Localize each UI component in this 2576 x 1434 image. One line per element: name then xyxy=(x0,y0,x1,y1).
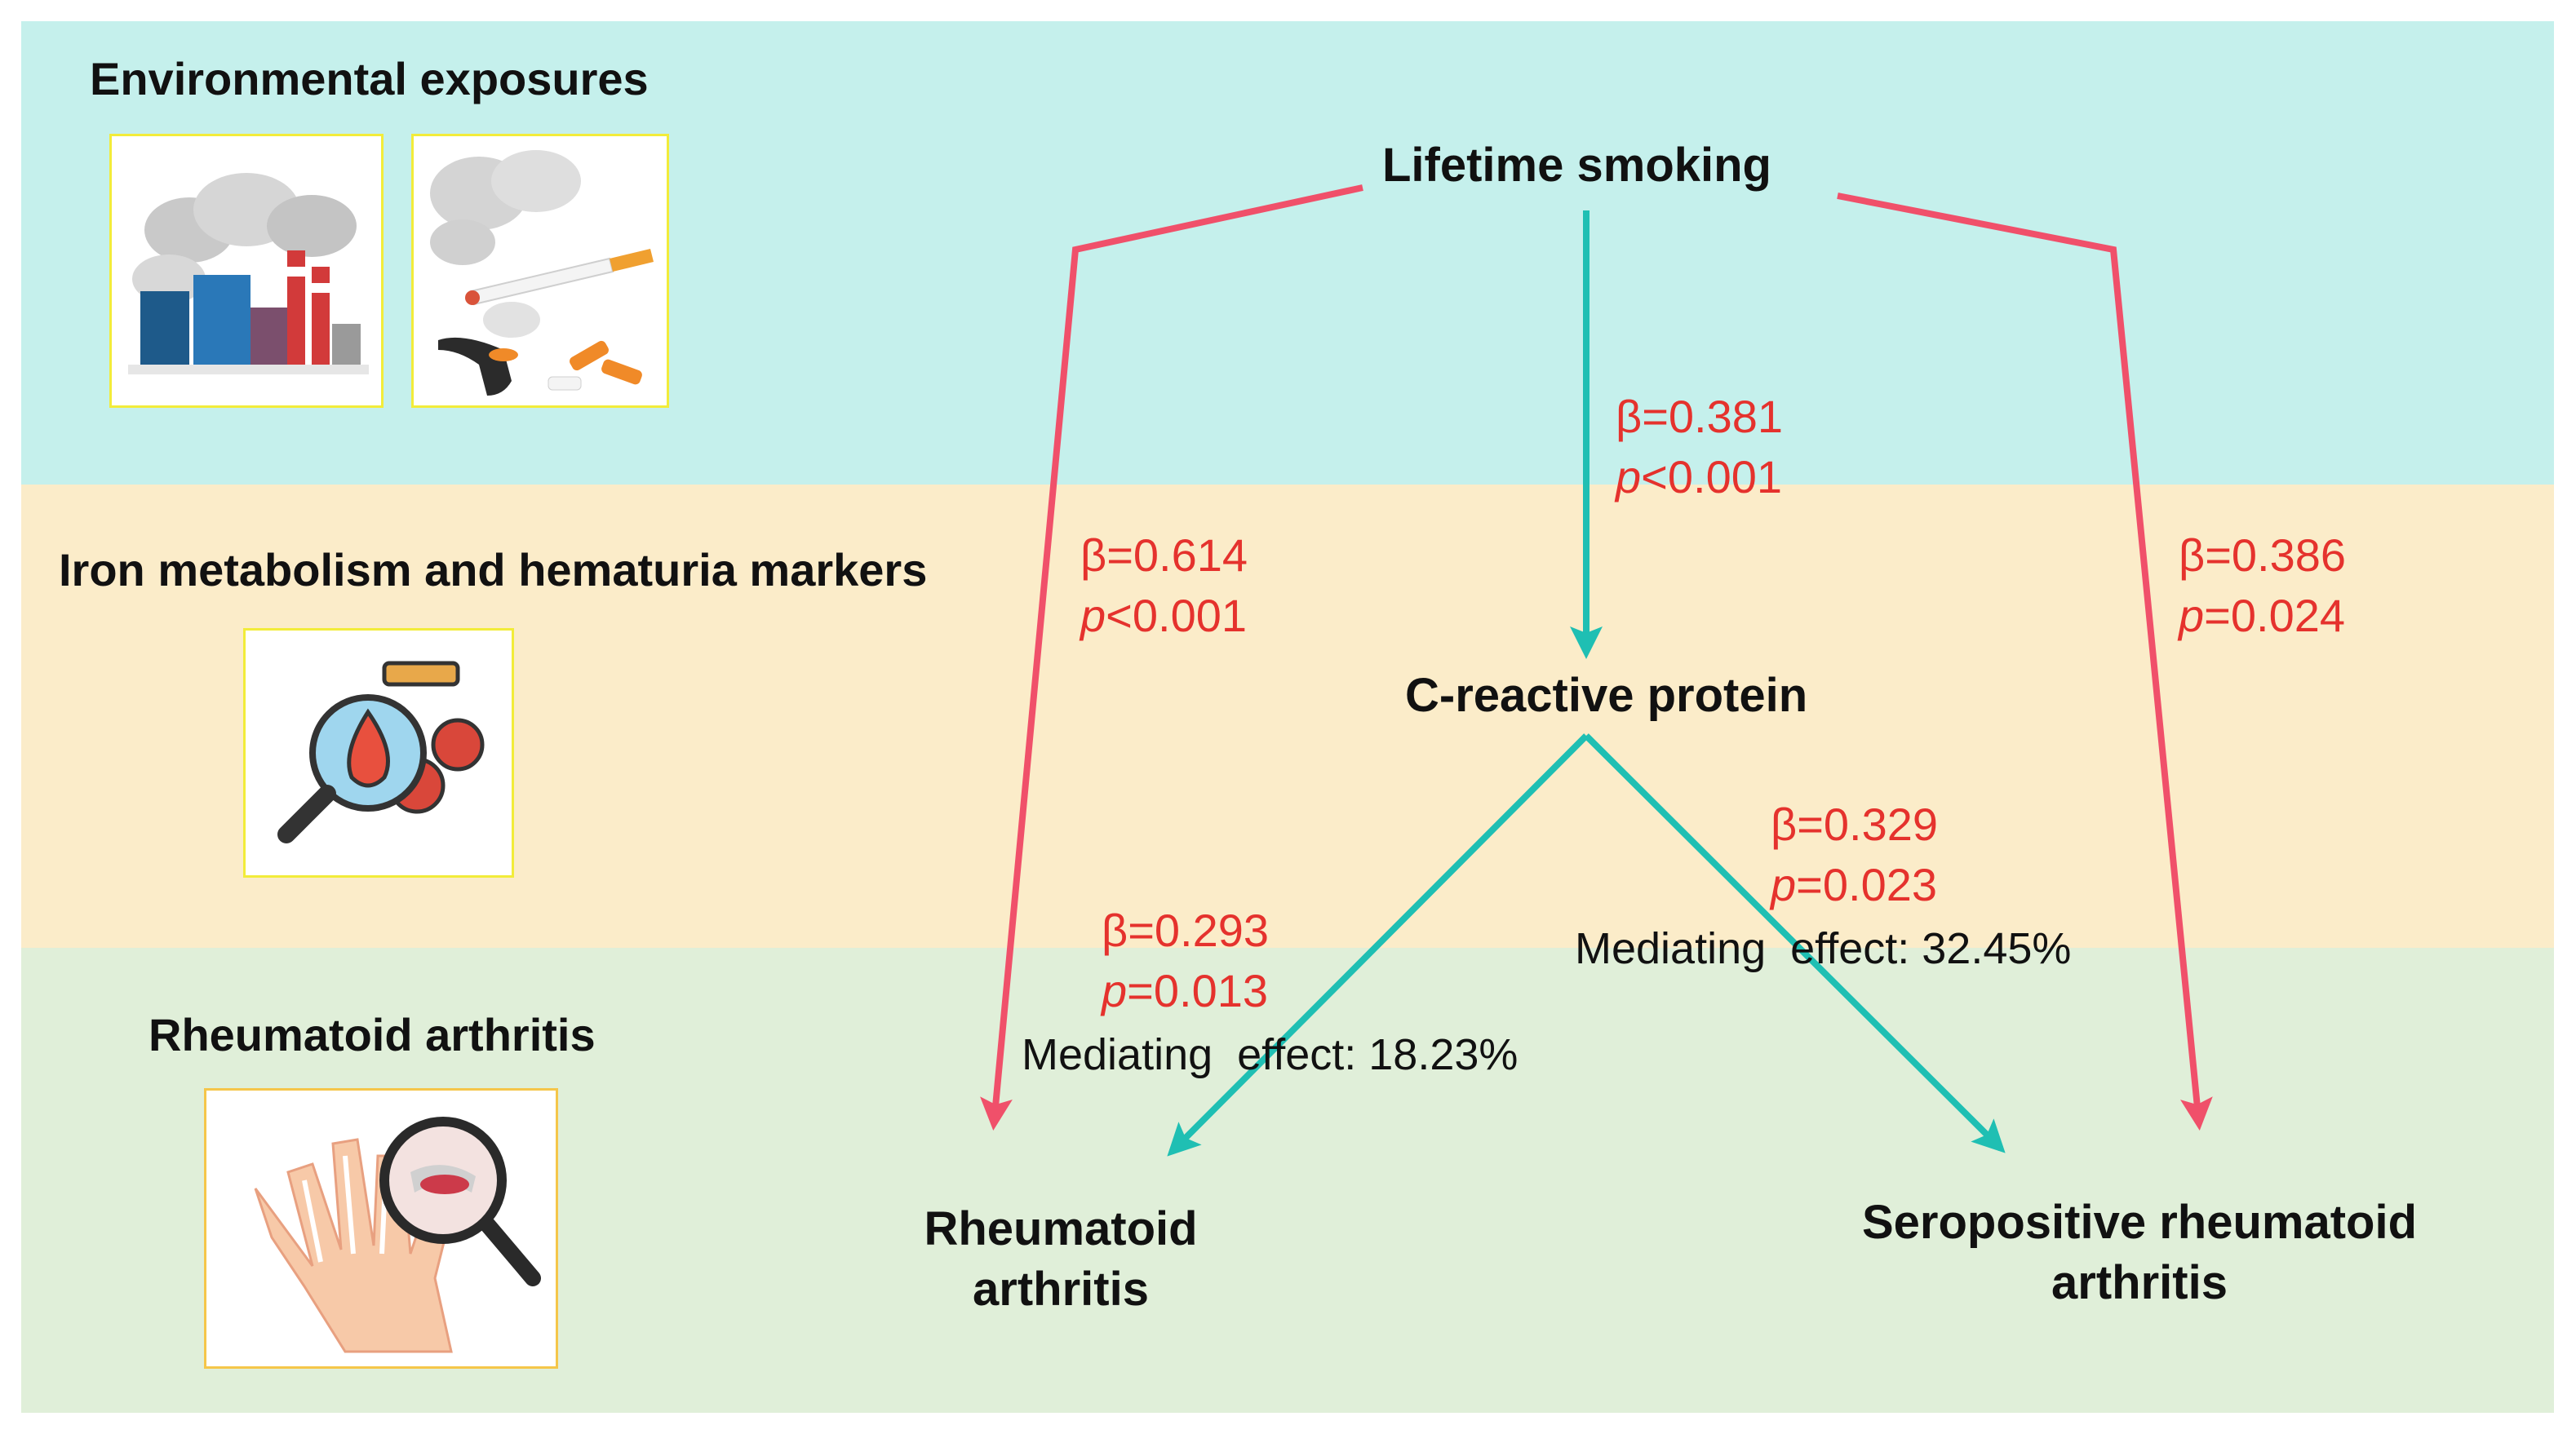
node-sra-line2: arthritis xyxy=(2051,1256,2228,1310)
node-ra-line1: Rheumatoid xyxy=(924,1202,1198,1255)
blood-test-magnifier-icon xyxy=(243,628,514,878)
mediating-effect-ra: Mediating effect: 18.23% xyxy=(1022,1030,1519,1079)
node-seropositive-rheumatoid-arthritis: Seropositive rheumatoid arthritis xyxy=(1829,1193,2450,1313)
beta-label: β=0.293 xyxy=(1102,905,1270,956)
p-value-label: p=0.024 xyxy=(2179,589,2345,641)
arrow-smoking-to-ra xyxy=(980,184,1363,1131)
arrow-crp-to-seropositive-ra xyxy=(1584,733,2006,1153)
p-value-label: p=0.023 xyxy=(1771,858,1937,910)
beta-label: β=0.386 xyxy=(2179,529,2347,581)
stat-crp-ra: β=0.293 p=0.013 xyxy=(1102,901,1269,1021)
section-title-iron: Iron metabolism and hematuria markers xyxy=(59,544,928,595)
factory-pollution-icon xyxy=(109,134,384,408)
stat-smoking-ra: β=0.614 p<0.001 xyxy=(1080,525,1248,646)
section-title-environmental: Environmental exposures xyxy=(90,53,649,104)
mediating-effect-seropositive-ra: Mediating effect: 32.45% xyxy=(1575,924,2072,973)
stat-smoking-crp: β=0.381 p<0.001 xyxy=(1616,387,1783,507)
node-ra-line2: arthritis xyxy=(973,1263,1149,1317)
stat-crp-seropositive-ra: β=0.329 p=0.023 xyxy=(1771,794,1938,915)
section-title-ra: Rheumatoid arthritis xyxy=(149,1009,596,1060)
beta-label: β=0.614 xyxy=(1080,529,1248,581)
node-rheumatoid-arthritis: Rheumatoid arthritis xyxy=(898,1199,1224,1320)
cigarette-pipe-icon xyxy=(411,134,669,408)
beta-label: β=0.329 xyxy=(1771,799,1939,850)
beta-label: β=0.381 xyxy=(1616,391,1784,442)
p-value-label: p<0.001 xyxy=(1080,589,1247,641)
node-lifetime-smoking: Lifetime smoking xyxy=(1382,139,1771,192)
arrow-smoking-to-seropositive-ra xyxy=(1837,193,2213,1131)
p-value-label: p<0.001 xyxy=(1616,450,1782,502)
node-sra-line1: Seropositive rheumatoid xyxy=(1861,1196,2418,1249)
hand-joint-magnifier-icon xyxy=(204,1088,558,1369)
p-value-label: p=0.013 xyxy=(1102,964,1268,1016)
arrow-crp-to-ra xyxy=(1167,733,1589,1157)
node-c-reactive-protein: C-reactive protein xyxy=(1405,669,1808,722)
stat-smoking-seropositive-ra: β=0.386 p=0.024 xyxy=(2179,525,2346,646)
